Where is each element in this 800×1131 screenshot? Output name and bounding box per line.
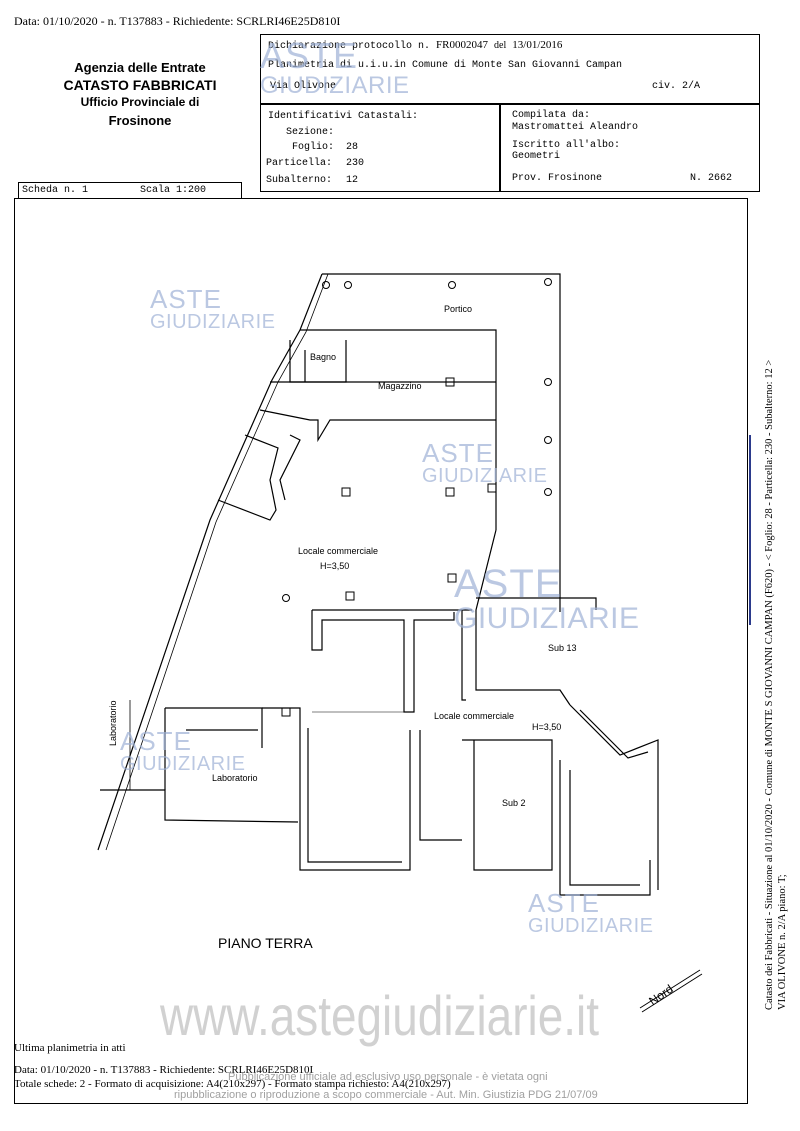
iscritto-label: Iscritto all'albo: [512, 140, 621, 151]
watermark-aste-text: ASTE [260, 35, 359, 76]
declaration-box [260, 34, 760, 104]
agency-block: Agenzia delle Entrate CATASTO FABBRICATI… [20, 60, 260, 128]
room-laboratorio: Laboratorio [212, 773, 258, 783]
watermark-site: www.astegiudiziarie.it [160, 984, 599, 1047]
side-text-1: Catasto dei Fabbricati - Situazione al 0… [764, 359, 775, 1010]
watermark-aste-2: ASTE GIUDIZIARIE [422, 440, 548, 486]
watermark-giudiziarie-text: GIUDIZIARIE [120, 753, 246, 775]
agency-name: Agenzia delle Entrate [74, 60, 206, 75]
catasto-title: CATASTO FABBRICATI [63, 77, 217, 93]
watermark-aste-4: ASTE GIUDIZIARIE [120, 728, 246, 774]
room-portico: Portico [444, 304, 473, 314]
identifiers-box [260, 104, 500, 192]
room-sub2: Sub 2 [502, 798, 526, 808]
iscritto-value: Geometri [512, 151, 561, 162]
protocol-date: 13/01/2016 [512, 39, 563, 51]
scheda-label: Scheda n. 1 [22, 185, 89, 196]
protocol-line: Dichiarazione protocollo n. FR0002047 de… [268, 39, 562, 52]
floor-label: PIANO TERRA [218, 935, 313, 951]
room-bagno: Bagno [310, 352, 337, 362]
compiler-number: N. 2662 [690, 173, 733, 184]
watermark-aste-6: ASTE GIUDIZIARIE [260, 38, 410, 98]
side-text-2: VIA OLIVONE n. 2/A piano: T; [777, 874, 788, 1010]
footer-totale-line: Totale schede: 2 - Formato di acquisizio… [14, 1078, 451, 1090]
watermark-giudiziarie-text: GIUDIZIARIE [422, 465, 548, 487]
street: Via Olivone [270, 81, 337, 92]
room-laboratorio-vertical: Laboratorio [108, 700, 118, 746]
watermark-notice-1: Pubblicazione ufficiale ad esclusivo uso… [228, 1071, 548, 1083]
foglio-value: 28 [346, 142, 359, 153]
watermark-notice-2: ripubblicazione o riproduzione a scopo c… [174, 1089, 598, 1101]
identifiers-title: Identificativi Catastali: [268, 111, 419, 122]
compiler-box [500, 104, 760, 192]
room-height-2: H=3,50 [532, 722, 562, 732]
drawing-frame [14, 198, 748, 1104]
footer-ultima: Ultima planimetria in atti [14, 1042, 126, 1054]
civic-number: civ. 2/A [652, 81, 701, 92]
room-locale-commerciale-1: Locale commerciale [298, 546, 379, 556]
watermark-aste-text: ASTE [528, 888, 600, 918]
room-locale-commerciale-2: Locale commerciale [434, 711, 515, 721]
particella-label: Particella: [266, 158, 333, 169]
watermark-aste-text: ASTE [120, 726, 192, 756]
watermark-aste-5: ASTE GIUDIZIARIE [528, 890, 654, 936]
watermark-aste-text: ASTE [422, 438, 494, 468]
room-sub13: Sub 13 [548, 643, 577, 653]
footer-data-line: Data: 01/10/2020 - n. T137883 - Richiede… [14, 1064, 314, 1076]
prov-label: Prov. Frosinone [512, 173, 603, 184]
room-height-1: H=3,50 [320, 561, 350, 571]
watermark-giudiziarie-text: GIUDIZIARIE [528, 915, 654, 937]
protocol-number: FR0002047 [436, 39, 489, 51]
particella-value: 230 [346, 158, 365, 169]
compilata-name: Mastromattei Aleandro [512, 122, 639, 133]
del-label: del [494, 40, 507, 51]
scala-label: Scala 1:200 [140, 185, 207, 196]
office-label: Ufficio Provinciale di [80, 95, 200, 109]
protocol-label: Dichiarazione protocollo n. [268, 41, 431, 52]
watermark-aste-text: ASTE [150, 284, 222, 314]
subalterno-value: 12 [346, 175, 359, 186]
subalterno-label: Subalterno: [266, 175, 333, 186]
compilata-label: Compilata da: [512, 110, 591, 121]
watermark-aste-3: ASTE GIUDIZIARIE [454, 564, 640, 634]
plan-text: Planimetria di u.i.u.in Comune di Monte … [268, 60, 623, 71]
watermark-giudiziarie-text: GIUDIZIARIE [150, 311, 276, 333]
room-magazzino: Magazzino [378, 381, 422, 391]
watermark-giudiziarie-text: GIUDIZIARIE [454, 602, 640, 635]
foglio-label: Foglio: [292, 142, 335, 153]
watermark-giudiziarie-text: GIUDIZIARIE [260, 72, 410, 99]
office-city: Frosinone [108, 113, 172, 128]
watermark-aste-1: ASTE GIUDIZIARIE [150, 286, 276, 332]
watermark-aste-text: ASTE [454, 562, 563, 606]
sezione-label: Sezione: [286, 127, 335, 138]
top-header: Data: 01/10/2020 - n. T137883 - Richiede… [14, 14, 341, 28]
